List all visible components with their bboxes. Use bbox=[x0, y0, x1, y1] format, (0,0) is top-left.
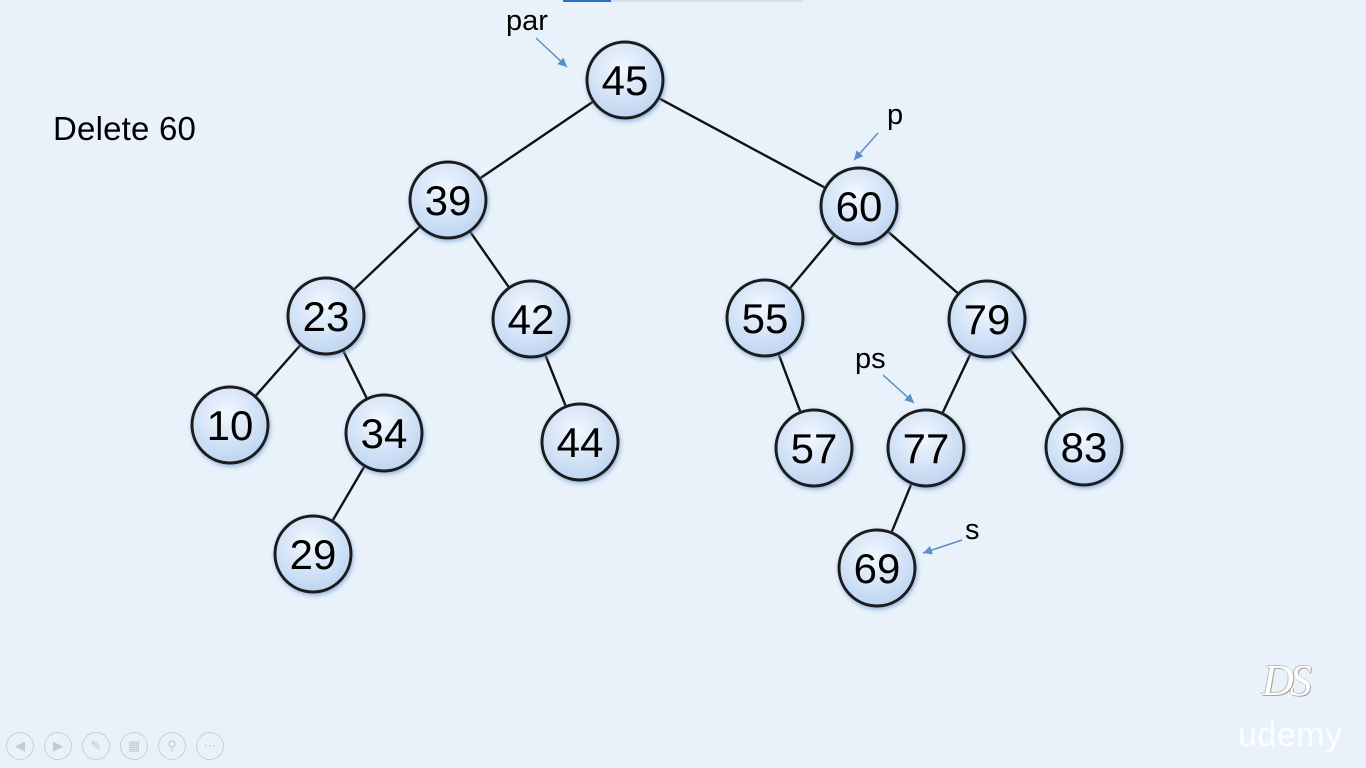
tree-node-circle bbox=[540, 402, 620, 482]
tree-node-value: 29 bbox=[290, 531, 337, 578]
tree-node-10: 10 bbox=[190, 385, 270, 465]
pointer-arrows: par p ps s bbox=[506, 5, 980, 555]
tree-node-45: 45 bbox=[585, 40, 665, 120]
tree-node-circle bbox=[190, 385, 270, 465]
tree-node-55: 55 bbox=[725, 278, 805, 358]
tree-edge-45-60 bbox=[624, 78, 860, 208]
tree-node-value: 60 bbox=[836, 183, 883, 230]
tree-node-23: 23 bbox=[286, 276, 366, 356]
tree-node-value: 69 bbox=[854, 545, 901, 592]
tree-node-value: 23 bbox=[303, 293, 350, 340]
next-slide-icon[interactable]: ▶ bbox=[44, 732, 72, 760]
pen-icon[interactable]: ✎ bbox=[82, 732, 110, 760]
tree-nodes: 45 39 60 23 42 55 79 10 34 44 57 77 83 29 69 bbox=[190, 40, 1124, 608]
tree-node-value: 39 bbox=[425, 177, 472, 224]
pointer-label: p bbox=[887, 99, 903, 131]
tree-node-29: 29 bbox=[273, 514, 353, 594]
tree-node-circle bbox=[837, 528, 917, 608]
tree-node-57: 57 bbox=[774, 408, 854, 488]
tree-node-83: 83 bbox=[1044, 407, 1124, 487]
tree-node-77: 77 bbox=[886, 408, 966, 488]
more-options-icon[interactable]: ⋯ bbox=[196, 732, 224, 760]
tree-node-value: 83 bbox=[1061, 424, 1108, 471]
slideshow-controls: ◀ ▶ ✎ ▦ ⚲ ⋯ bbox=[6, 732, 224, 760]
slides-grid-icon[interactable]: ▦ bbox=[120, 732, 148, 760]
tree-node-value: 10 bbox=[207, 402, 254, 449]
tree-node-circle bbox=[344, 393, 424, 473]
udemy-watermark: udemy bbox=[1238, 716, 1343, 754]
tree-node-circle bbox=[491, 279, 571, 359]
tree-node-circle bbox=[947, 279, 1027, 359]
pointer-par: par bbox=[506, 5, 568, 68]
tree-node-circle bbox=[286, 276, 366, 356]
pointer-s: s bbox=[922, 514, 980, 555]
zoom-icon[interactable]: ⚲ bbox=[158, 732, 186, 760]
pointer-ps: ps bbox=[855, 343, 915, 404]
tree-node-circle bbox=[819, 166, 899, 246]
tree-node-value: 44 bbox=[557, 419, 604, 466]
tree-node-44: 44 bbox=[540, 402, 620, 482]
tree-node-39: 39 bbox=[408, 160, 488, 240]
pointer-arrow-icon bbox=[535, 37, 568, 68]
slide-title: Delete 60 bbox=[53, 110, 197, 147]
tree-node-60: 60 bbox=[819, 166, 899, 246]
pointer-label: s bbox=[965, 514, 980, 546]
tree-node-69: 69 bbox=[837, 528, 917, 608]
top-progress-bar bbox=[563, 0, 803, 2]
tree-node-value: 42 bbox=[508, 296, 555, 343]
pointer-arrow-icon bbox=[882, 374, 915, 404]
tree-node-circle bbox=[585, 40, 665, 120]
tree-node-circle bbox=[1044, 407, 1124, 487]
tree-node-value: 57 bbox=[791, 425, 838, 472]
tree-node-value: 79 bbox=[964, 296, 1011, 343]
pointer-p: p bbox=[853, 99, 903, 161]
tree-node-79: 79 bbox=[947, 279, 1027, 359]
tree-node-42: 42 bbox=[491, 279, 571, 359]
tree-node-circle bbox=[408, 160, 488, 240]
pointer-label: par bbox=[506, 5, 548, 37]
prev-slide-icon[interactable]: ◀ bbox=[6, 732, 34, 760]
pointer-arrow-icon bbox=[922, 539, 963, 555]
tree-node-value: 45 bbox=[602, 57, 649, 104]
tree-node-circle bbox=[273, 514, 353, 594]
tree-node-circle bbox=[774, 408, 854, 488]
pointer-arrow-icon bbox=[853, 132, 879, 161]
tree-node-circle bbox=[886, 408, 966, 488]
tree-node-circle bbox=[725, 278, 805, 358]
tree-node-value: 34 bbox=[361, 410, 408, 457]
ds-logo: DS bbox=[1262, 656, 1312, 705]
tree-node-value: 77 bbox=[903, 425, 950, 472]
top-progress-fill bbox=[563, 0, 611, 2]
tree-node-34: 34 bbox=[344, 393, 424, 473]
tree-node-value: 55 bbox=[742, 295, 789, 342]
pointer-label: ps bbox=[855, 343, 886, 375]
